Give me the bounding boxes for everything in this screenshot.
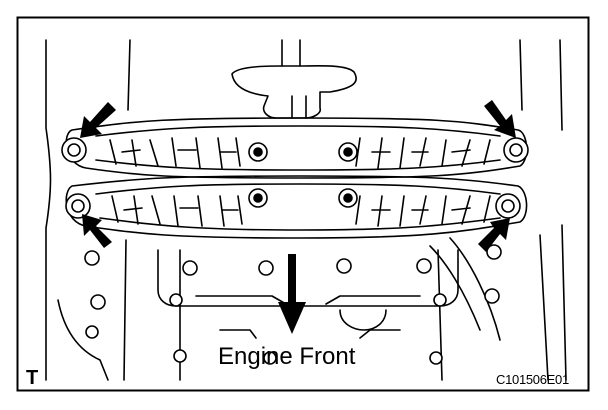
- engine-block-left-inner: [123, 39, 131, 381]
- down-arrow-icon: [278, 254, 306, 334]
- oil-pan-outline: [157, 249, 459, 307]
- engine-block-left-outline: [45, 39, 52, 381]
- intake-grille-lower: [111, 195, 491, 227]
- manifold-bolts: [61, 137, 529, 219]
- pointer-arrows: [80, 100, 516, 252]
- pointer-arrow-upper-left-icon: [80, 102, 116, 138]
- engine-block-right-outline: [559, 39, 567, 381]
- view-mark: T: [26, 367, 38, 389]
- intake-grille-upper: [109, 137, 491, 169]
- top-bracket: [231, 64, 357, 119]
- pointer-arrow-lower-left-icon: [82, 214, 112, 248]
- block-holes: [84, 244, 502, 365]
- pointer-arrow-lower-right-icon: [478, 218, 510, 252]
- lower-rail: [65, 175, 528, 239]
- figure-code: C101506E01: [496, 372, 569, 387]
- upper-rail: [65, 117, 528, 179]
- figure-border: [16, 16, 590, 392]
- engine-front-label: Engine Front: [218, 343, 356, 370]
- top-shaft: [281, 39, 301, 67]
- pointer-arrow-upper-right-icon: [484, 100, 516, 138]
